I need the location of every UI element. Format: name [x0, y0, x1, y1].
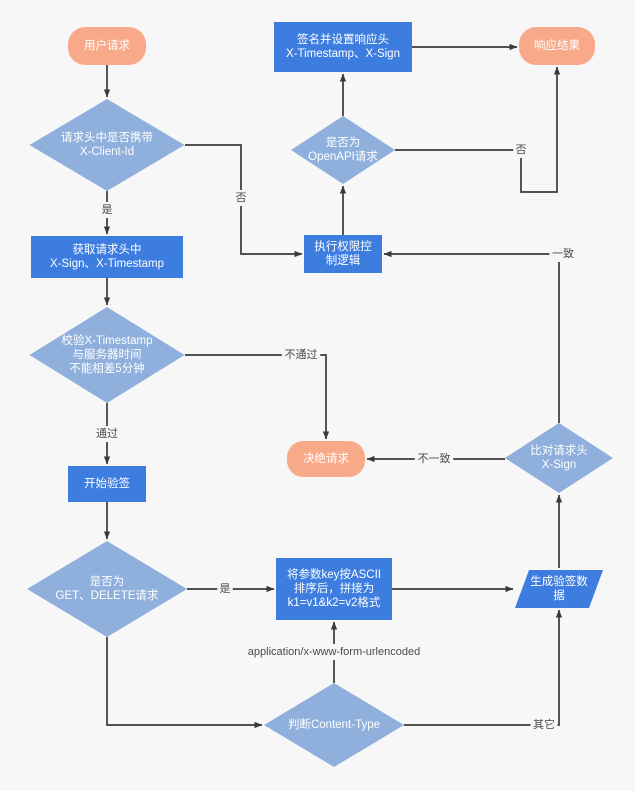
edge-label-e-contenttype-form: application/x-www-form-urlencoded: [248, 646, 420, 658]
edge-label-e-contenttype-other: 其它: [533, 717, 555, 731]
edge-e-contenttype-other: [404, 609, 563, 726]
shape-process: [304, 235, 382, 273]
edge-e-compare-match: [383, 250, 560, 423]
edge-label-bg: [549, 246, 577, 262]
edge-label-bg: [530, 717, 558, 733]
shape-terminator: [287, 441, 365, 477]
edge-labels-layer: 是否不通过通过是application/x-www-form-urlencode…: [93, 142, 577, 733]
edge-e-getdelete-no: [106, 637, 263, 729]
edge-label-bg: [93, 426, 121, 442]
edge-label-e-openapi-no: 否: [516, 144, 527, 156]
node-start_verify[interactable]: 开始验签: [68, 466, 146, 502]
edge-label-bg: [281, 347, 321, 363]
edge-label-e-compare-match: 一致: [552, 246, 574, 260]
shape-process: [31, 236, 183, 278]
edge-label-bg: [99, 202, 115, 218]
node-reject[interactable]: 决绝请求: [287, 441, 365, 477]
shape-decision: [264, 683, 404, 767]
edge-label-bg: [414, 451, 454, 467]
shape-process: [274, 22, 412, 72]
edge-label-e-timestamp-fail: 不通过: [285, 348, 318, 361]
shape-process: [68, 466, 146, 502]
edge-label-bg: [231, 644, 437, 660]
shape-decision: [29, 99, 185, 191]
node-response[interactable]: 响应结果: [519, 27, 595, 65]
shape-data: [515, 570, 603, 608]
edge-label-e-clientid-yes: 是: [102, 203, 113, 216]
shape-decision: [505, 423, 613, 493]
shape-decision: [291, 116, 395, 184]
shape-terminator: [68, 27, 146, 65]
shape-decision: [27, 541, 187, 637]
edge-label-bg: [513, 142, 529, 158]
shape-process: [276, 558, 392, 620]
edge-label-e-timestamp-pass: 通过: [96, 427, 118, 440]
edge-label-e-compare-mismatch: 不一致: [418, 451, 451, 465]
edge-label-bg: [233, 190, 249, 206]
shape-decision: [29, 307, 185, 403]
edge-label-e-clientid-no: 否: [236, 192, 247, 204]
edge-label-bg: [217, 581, 233, 597]
edge-e-openapi-no: [395, 66, 561, 193]
edge-e-timestamp-fail: [185, 354, 330, 440]
shape-terminator: [519, 27, 595, 65]
edge-label-e-getdelete-yes: 是: [220, 582, 231, 595]
node-content_type[interactable]: 判断Content-Type: [264, 683, 404, 767]
node-start[interactable]: 用户请求: [68, 27, 146, 65]
